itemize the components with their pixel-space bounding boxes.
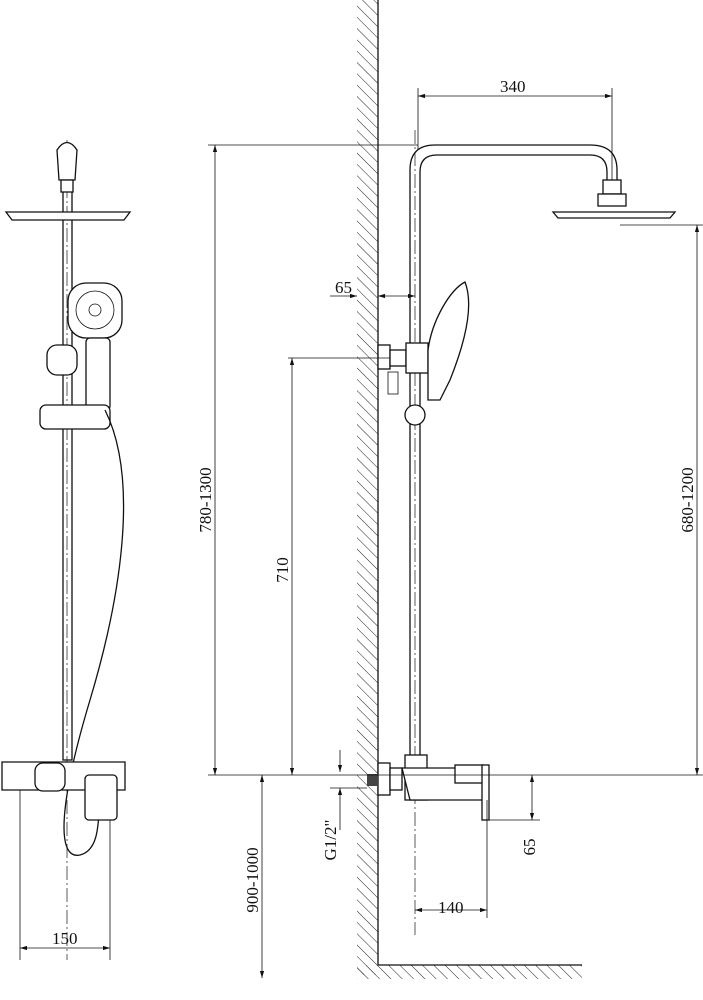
dim-front-width: 150 xyxy=(52,929,78,948)
hand-shower xyxy=(67,282,123,411)
dim-total-height: 780-1300 xyxy=(196,467,215,532)
dim-bracket-height: 710 xyxy=(273,557,292,583)
dim-mixer-depth: 140 xyxy=(438,898,464,917)
dimension-lines xyxy=(208,88,703,978)
hand-shower-side xyxy=(427,281,470,401)
mixer-side xyxy=(367,754,490,821)
dim-wall-to-rail: 65 xyxy=(335,278,352,297)
wall-section xyxy=(357,0,582,979)
dim-head-height: 680-1200 xyxy=(678,467,697,532)
dim-mount-height: 900-1000 xyxy=(243,847,262,912)
side-view xyxy=(367,130,677,935)
mixer-front xyxy=(1,761,126,821)
dim-thread: G1/2" xyxy=(321,820,340,861)
front-view: 150 xyxy=(1,140,132,960)
dim-arm-reach: 340 xyxy=(500,77,526,96)
dim-handle-drop: 65 xyxy=(520,839,539,856)
